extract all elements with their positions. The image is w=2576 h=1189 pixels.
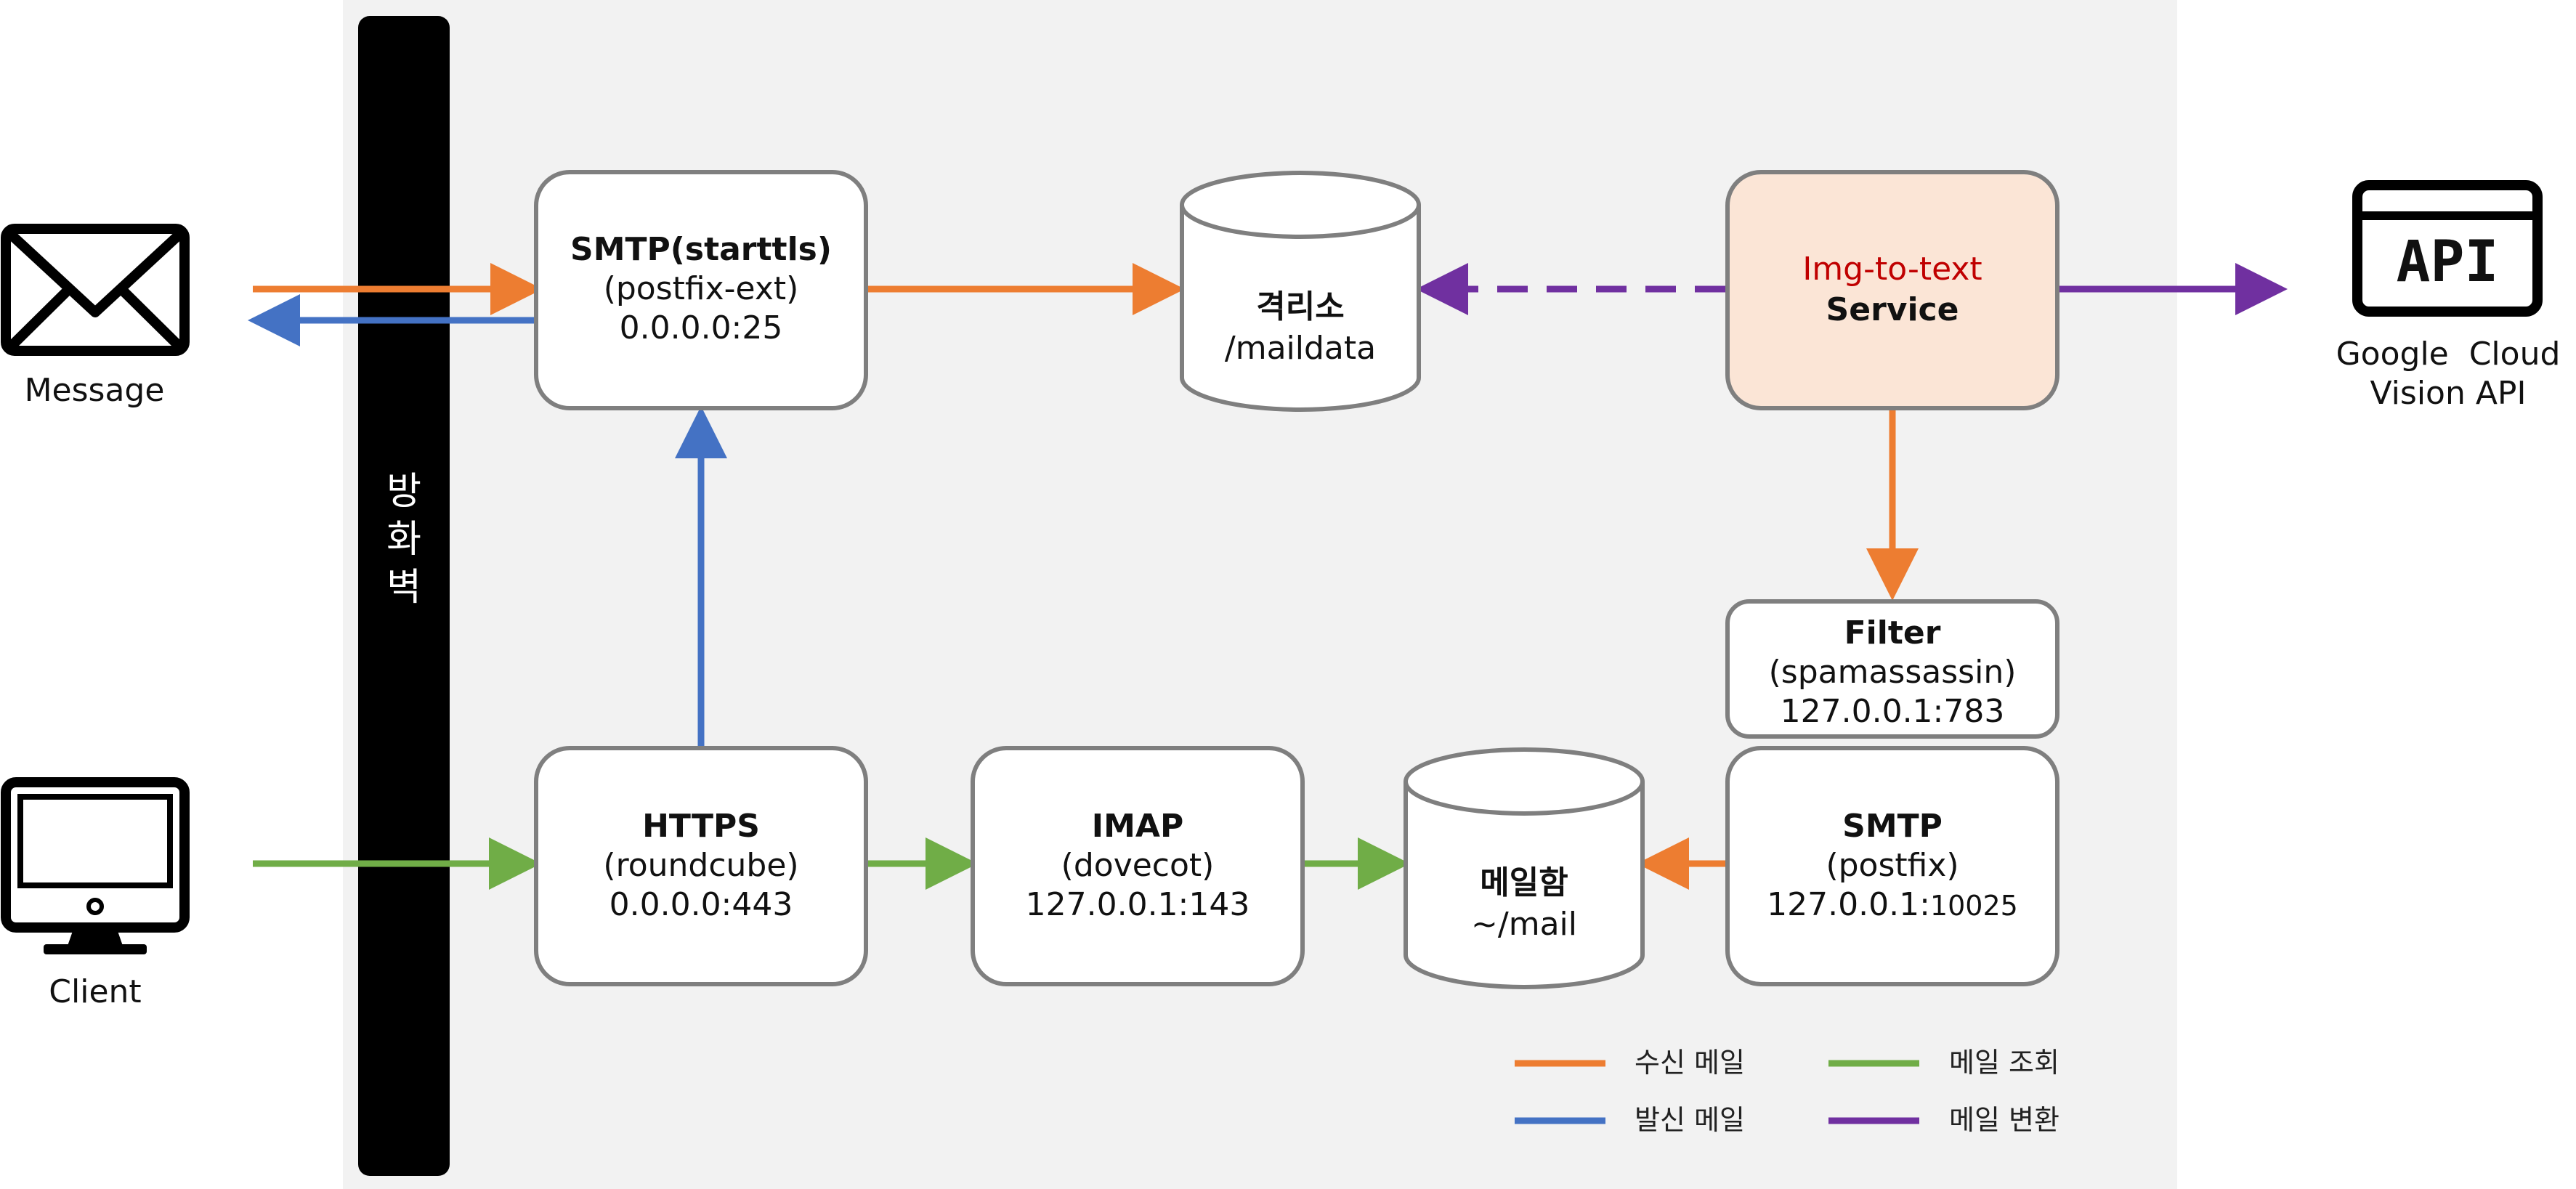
google-api-label-line1: Google Cloud (2336, 336, 2561, 373)
svg-text:SMTP: SMTP (1842, 808, 1943, 845)
https-box: HTTPS (roundcube) 0.0.0.0:443 (534, 746, 868, 986)
envelope-icon (1, 224, 190, 356)
svg-text:(postfix): (postfix) (1826, 847, 1959, 884)
svg-text:SMTP(starttls): SMTP(starttls) (570, 231, 832, 268)
monitor-icon (1, 777, 190, 954)
svg-text:127.0.0.1:10025: 127.0.0.1:10025 (1767, 886, 2018, 923)
svg-text:메일함: 메일함 (1480, 864, 1568, 901)
smtp-postfix-box: SMTP (postfix) 127.0.0.1:10025 (1725, 746, 2059, 986)
svg-text:API: API (2397, 230, 2499, 295)
svg-text:Service: Service (1826, 291, 1959, 328)
legend: 수신 메일 메일 조회 발신 메일 메일 변환 (1515, 1047, 2059, 1136)
firewall-bar (358, 16, 450, 1176)
imap-box: IMAP (dovecot) 127.0.0.1:143 (971, 746, 1305, 986)
message-label: Message (25, 372, 165, 409)
svg-text:0.0.0.0:443: 0.0.0.0:443 (609, 886, 793, 923)
legend-convert-label: 메일 변환 (1949, 1104, 2059, 1136)
svg-text:격리소: 격리소 (1256, 288, 1344, 325)
svg-text:/maildata: /maildata (1225, 330, 1376, 367)
mailbox-storage: 메일함 ~/mail (1404, 747, 1645, 989)
quarantine-storage: 격리소 /maildata (1180, 171, 1421, 412)
svg-text:Img-to-text: Img-to-text (1802, 251, 1982, 288)
svg-text:(postfix-ext): (postfix-ext) (604, 270, 799, 307)
svg-text:127.0.0.1:783: 127.0.0.1:783 (1781, 693, 2005, 730)
svg-text:127.0.0.1:143: 127.0.0.1:143 (1026, 886, 1250, 923)
svg-text:IMAP: IMAP (1092, 808, 1183, 845)
svg-text:0.0.0.0:25: 0.0.0.0:25 (620, 309, 783, 346)
svg-text:~/mail: ~/mail (1471, 906, 1577, 943)
svg-text:(spamassassin): (spamassassin) (1769, 654, 2017, 691)
client-label: Client (49, 973, 141, 1010)
google-api-label-line2: Vision API (2370, 375, 2527, 412)
img-to-text-service-box: Img-to-text Service (1725, 170, 2059, 410)
svg-text:(dovecot): (dovecot) (1061, 847, 1215, 884)
legend-outgoing-label: 발신 메일 (1635, 1104, 1745, 1136)
svg-text:HTTPS: HTTPS (642, 808, 760, 845)
legend-view-label: 메일 조회 (1949, 1047, 2059, 1079)
api-icon: API (2352, 180, 2543, 317)
legend-incoming-label: 수신 메일 (1635, 1047, 1745, 1079)
filter-box: Filter (spamassassin) 127.0.0.1:783 (1725, 599, 2059, 739)
svg-text:(roundcube): (roundcube) (603, 847, 798, 884)
smtp-ext-box: SMTP(starttls) (postfix-ext) 0.0.0.0:25 (534, 170, 868, 410)
svg-text:Filter: Filter (1844, 614, 1941, 652)
